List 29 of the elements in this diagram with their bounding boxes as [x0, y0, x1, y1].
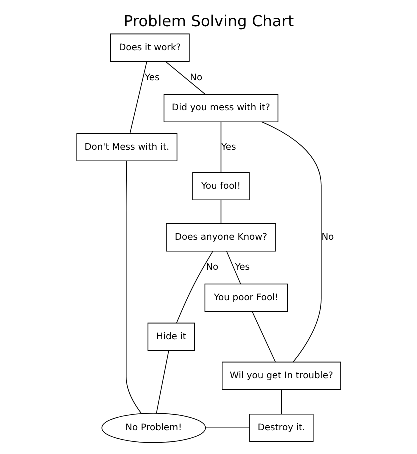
connector [156, 350, 169, 414]
connector [220, 122, 222, 173]
edge-label: No [206, 262, 218, 274]
connector [165, 61, 206, 95]
edge-label: No [190, 72, 202, 84]
connector [220, 200, 222, 224]
edge-label: Yes [144, 72, 160, 84]
connector [226, 251, 241, 285]
connector [261, 122, 322, 363]
edge-label: No [321, 232, 334, 244]
connector [252, 312, 276, 363]
node-box: You fool! [192, 172, 250, 201]
edge-label: Yes [220, 142, 236, 153]
node-ellipse: No Problem! [101, 413, 206, 444]
connector [205, 428, 250, 429]
diagram-title: Problem Solving Chart [123, 12, 294, 31]
edge-label: Yes [234, 262, 250, 274]
connector [280, 389, 282, 415]
node-box: Destroy it. [249, 414, 314, 442]
connector [126, 160, 142, 414]
node-box: Wil you get In trouble? [222, 362, 341, 390]
connector [176, 251, 213, 324]
node-box: Does anyone Know? [166, 223, 276, 252]
node-box: Did you mess with it? [163, 94, 278, 123]
node-box: You poor Fool! [204, 284, 288, 312]
node-box: Does it work? [110, 34, 190, 62]
node-box: Don't Mess with it. [76, 133, 178, 162]
connector [129, 62, 147, 134]
node-box: Hide it [147, 322, 195, 352]
